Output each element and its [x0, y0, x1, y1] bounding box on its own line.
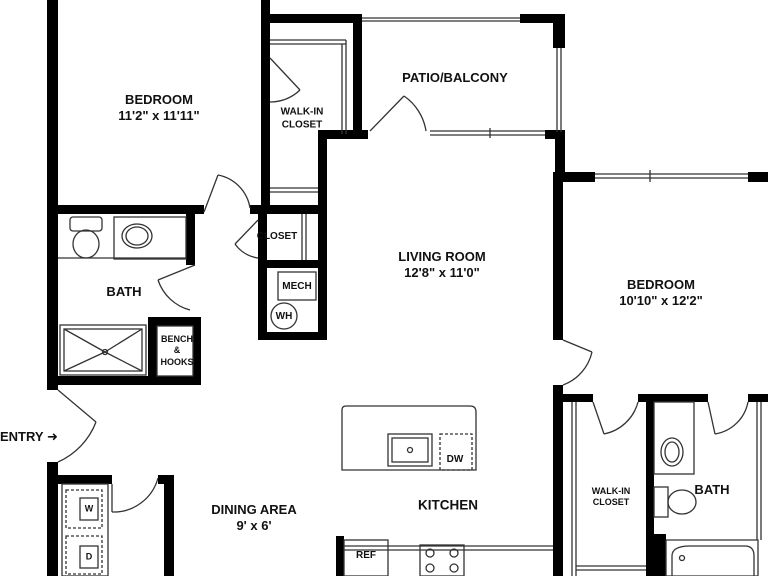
bath-2-label: BATH — [694, 481, 730, 497]
dishwasher-label: DW — [446, 453, 464, 465]
bedroom-1-dims: 11'2" x 11'11" — [118, 108, 200, 123]
living-room-dims: 12'8" x 11'0" — [404, 265, 480, 280]
dryer-label: D — [85, 551, 93, 562]
water-heater-label: WH — [275, 310, 293, 322]
living-room-name: LIVING ROOM — [398, 248, 486, 264]
fixtures — [58, 17, 762, 576]
closet-label: CLOSET — [256, 230, 298, 242]
bedroom-1-name: BEDROOM — [125, 91, 193, 107]
living-room-label: LIVING ROOM 12'8" x 11'0" — [398, 249, 485, 282]
walk-in-closet-2-label: WALK-IN CLOSET — [591, 485, 631, 507]
dining-area-dims: 9' x 6' — [236, 518, 272, 533]
bedroom-2-dims: 10'10" x 12'2" — [619, 293, 703, 308]
bedroom-2-label: BEDROOM 10'10" x 12'2" — [619, 277, 703, 310]
doors — [57, 57, 749, 513]
walk-in-closet-1-label: WALK-IN CLOSET — [280, 106, 324, 131]
bedroom-2-name: BEDROOM — [627, 276, 695, 292]
entry-arrow-icon: ➜ — [46, 428, 58, 444]
dining-area-name: DINING AREA — [211, 501, 297, 517]
bench-hooks-label: BENCH & HOOKS — [160, 334, 194, 367]
bath-1-label: BATH — [106, 283, 142, 299]
patio-label: PATIO/BALCONY — [402, 69, 508, 85]
dining-area-label: DINING AREA 9' x 6' — [211, 502, 296, 535]
walls — [47, 0, 768, 576]
entry-label: ENTRY ➜ — [0, 429, 58, 445]
mech-label: MECH — [282, 280, 312, 292]
refrigerator-label: REF — [356, 549, 376, 561]
bedroom-1-label: BEDROOM 11'2" x 11'11" — [118, 92, 199, 125]
washer-label: W — [84, 503, 94, 514]
entry-text: ENTRY — [0, 428, 44, 444]
kitchen-label: KITCHEN — [418, 497, 478, 513]
